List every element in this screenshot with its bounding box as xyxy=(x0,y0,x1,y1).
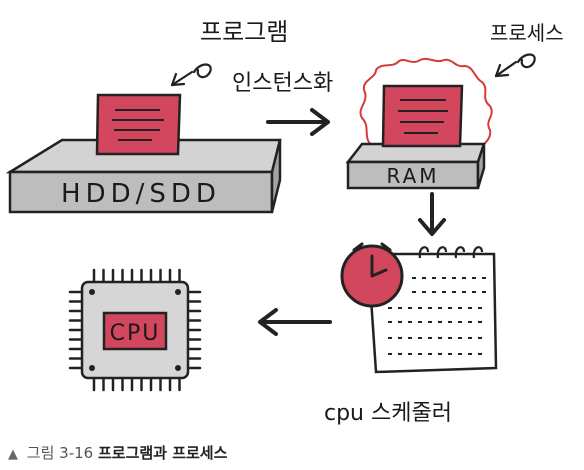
cpu-chip: CPU xyxy=(68,268,202,392)
figure-title: 프로그램과 프로세스 xyxy=(97,444,228,462)
program-process-diagram: HDD/SDD 프로그램 인스턴스화 RAM 프로세스 xyxy=(5,18,564,426)
ram-stick: RAM xyxy=(345,142,486,190)
clock-icon xyxy=(340,242,404,308)
process-document xyxy=(381,84,464,148)
arrow-right-icon xyxy=(266,108,330,136)
cpu-label: CPU xyxy=(110,321,161,346)
ram-glow xyxy=(359,57,493,151)
figure-caption: ▲ 그림 3-16 프로그램과 프로세스 xyxy=(8,442,227,463)
process-pointer-icon xyxy=(494,53,536,78)
process-label: 프로세스 xyxy=(490,21,564,45)
program-document xyxy=(95,93,182,156)
scheduler-label: cpu 스케줄러 xyxy=(324,401,452,426)
hdd-drive: HDD/SDD xyxy=(5,138,282,214)
program-pointer-icon xyxy=(170,63,212,87)
ram-label: RAM xyxy=(386,164,439,188)
caption-triangle-icon: ▲ xyxy=(8,447,18,462)
figure-number: 그림 3-16 xyxy=(26,444,94,462)
program-label: 프로그램 xyxy=(200,18,288,46)
hdd-label: HDD/SDD xyxy=(61,179,221,209)
instantiation-label: 인스턴스화 xyxy=(232,71,333,96)
arrow-left-icon xyxy=(258,308,332,336)
arrow-down-icon xyxy=(418,192,446,236)
